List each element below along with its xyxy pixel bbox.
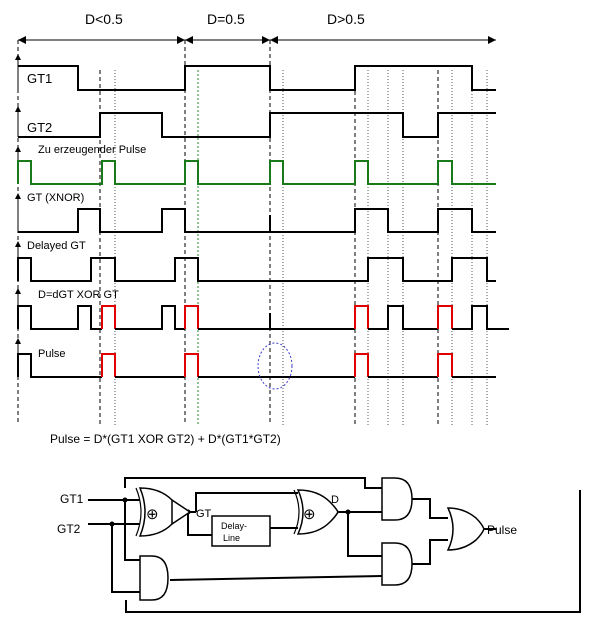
gt-node-label: GT (196, 508, 212, 520)
waveform-pulse: Pulse (15, 338, 496, 390)
waveform-gt1: GT1 (15, 54, 496, 91)
waveform-gt2: GT2 (15, 106, 496, 138)
xor-gate-2 (296, 489, 339, 535)
label-gt2: GT2 (27, 120, 52, 135)
logic-circuit: ⊕ Delay- Line GT ⊕ D (57, 477, 581, 613)
input-gt1-label: GT1 (60, 492, 84, 506)
region-label-d-greater: D>0.5 (327, 11, 365, 27)
region-label-d-equal: D=0.5 (207, 11, 245, 27)
output-pulse-label: Pulse (487, 523, 517, 537)
waveform-delayed: Delayed GT (15, 240, 496, 282)
label-d-xor: D=dGT XOR GT (38, 289, 119, 301)
and-gate-upper (381, 477, 413, 521)
region-label-d-less: D<0.5 (85, 11, 123, 27)
delay-line-label-1: Delay- (221, 521, 247, 531)
label-delayed: Delayed GT (27, 240, 86, 252)
delay-line-label-2: Line (223, 533, 240, 543)
and-gate-left (139, 555, 169, 601)
buffer-triangle (171, 498, 192, 526)
xor-1-symbol: ⊕ (146, 506, 159, 523)
label-target-pulse: Zu erzeugender Pulse (38, 144, 146, 156)
and-gate-lower (381, 542, 413, 586)
delay-line-box (211, 515, 271, 547)
region-header: D<0.5 D=0.5 D>0.5 (18, 11, 496, 44)
d-node-label: D (331, 494, 339, 506)
waveform-target-pulse: Zu erzeugender Pulse (15, 144, 496, 185)
input-gt2-label: GT2 (57, 522, 81, 536)
label-xnor: GT (XNOR) (27, 192, 84, 204)
or-gate (446, 507, 485, 551)
pulse-equation: Pulse = D*(GT1 XOR GT2) + D*(GT1*GT2) (50, 432, 281, 446)
missing-pulse-marker (257, 342, 293, 390)
waveform-xnor: GT (XNOR) (15, 192, 496, 233)
xor-2-symbol: ⊕ (303, 506, 316, 523)
waveform-d-xor: D=dGT XOR GT (15, 288, 509, 330)
label-pulse: Pulse (38, 348, 66, 360)
label-gt1: GT1 (27, 71, 52, 86)
